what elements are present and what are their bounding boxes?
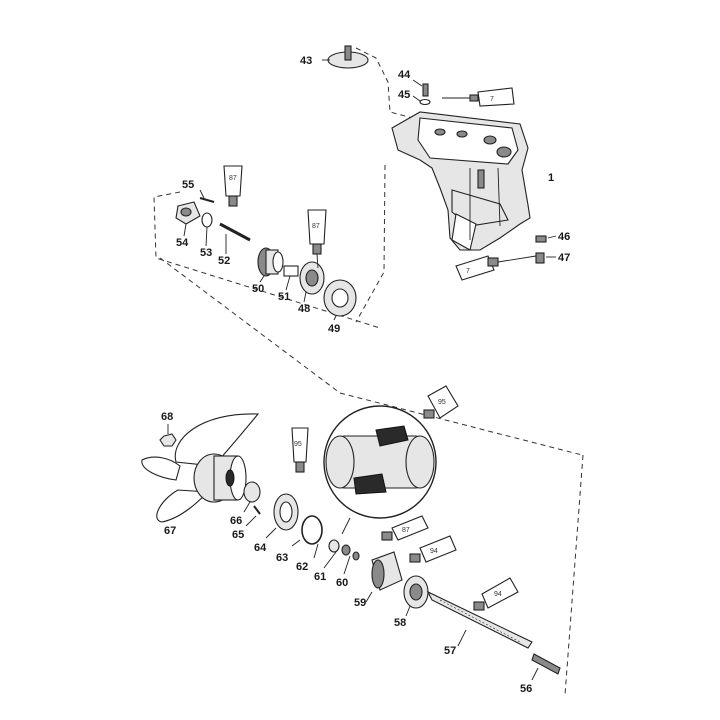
callout-48: 48 xyxy=(298,303,310,315)
assembly-dashed-lines xyxy=(153,47,584,696)
callout-61: 61 xyxy=(314,571,326,583)
callout-45: 45 xyxy=(398,89,410,101)
tube-label: 87 xyxy=(229,175,237,182)
grease-tubes-right: 87 94 94 xyxy=(381,515,519,611)
callout-58: 58 xyxy=(394,617,406,629)
callout-47: 47 xyxy=(558,252,570,264)
prop-hardware xyxy=(243,481,360,575)
bearing-carrier-and-gear xyxy=(365,551,429,617)
tube-label: 95 xyxy=(438,399,446,406)
callout-55: 55 xyxy=(182,179,194,191)
tube-label: 87 xyxy=(312,223,320,230)
tube-label: 7 xyxy=(466,268,470,275)
callout-64: 64 xyxy=(254,542,267,554)
tube-label: 7 xyxy=(490,96,494,103)
gearcase-housing xyxy=(391,111,531,251)
tube-label: 87 xyxy=(402,527,410,534)
tube-label: 95 xyxy=(294,441,302,448)
callout-1: 1 xyxy=(548,172,554,184)
callout-54: 54 xyxy=(176,237,189,249)
prop-shaft xyxy=(426,590,533,649)
grease-tube-95-left: 95 xyxy=(291,427,309,473)
callout-65: 65 xyxy=(232,529,244,541)
part-43-anode xyxy=(322,45,369,69)
callout-56: 56 xyxy=(520,683,532,695)
callout-57: 57 xyxy=(444,645,456,657)
callout-63: 63 xyxy=(276,552,288,564)
callout-43: 43 xyxy=(300,55,312,67)
callout-53: 53 xyxy=(200,247,212,259)
callout-62: 62 xyxy=(296,561,308,573)
part-44-45-screw xyxy=(412,79,431,106)
upper-subassembly: 87 87 xyxy=(175,165,357,321)
propeller xyxy=(141,413,260,523)
detail-magnifier xyxy=(323,405,437,535)
part-56-spring xyxy=(531,653,561,681)
tube-label: 94 xyxy=(494,591,502,598)
callout-60: 60 xyxy=(336,577,348,589)
part-46-47-screws xyxy=(535,235,557,264)
callout-52: 52 xyxy=(218,255,230,267)
part-68-nut xyxy=(159,424,177,447)
tube-label: 94 xyxy=(430,548,438,555)
callout-51: 51 xyxy=(278,291,290,303)
callout-68: 68 xyxy=(161,411,173,423)
callout-numbers: 43 44 45 1 46 47 55 54 53 52 50 51 48 49… xyxy=(161,55,570,695)
callout-67: 67 xyxy=(164,525,176,537)
callout-44: 44 xyxy=(398,69,411,81)
callout-50: 50 xyxy=(252,283,264,295)
grease-tube-7-mid: 7 xyxy=(455,255,537,281)
callout-59: 59 xyxy=(354,597,366,609)
grease-tube-95-top: 95 xyxy=(423,385,459,419)
grease-tube-7-top: 7 xyxy=(442,87,515,107)
callout-46: 46 xyxy=(558,231,570,243)
callout-49: 49 xyxy=(328,323,340,335)
callout-66: 66 xyxy=(230,515,242,527)
